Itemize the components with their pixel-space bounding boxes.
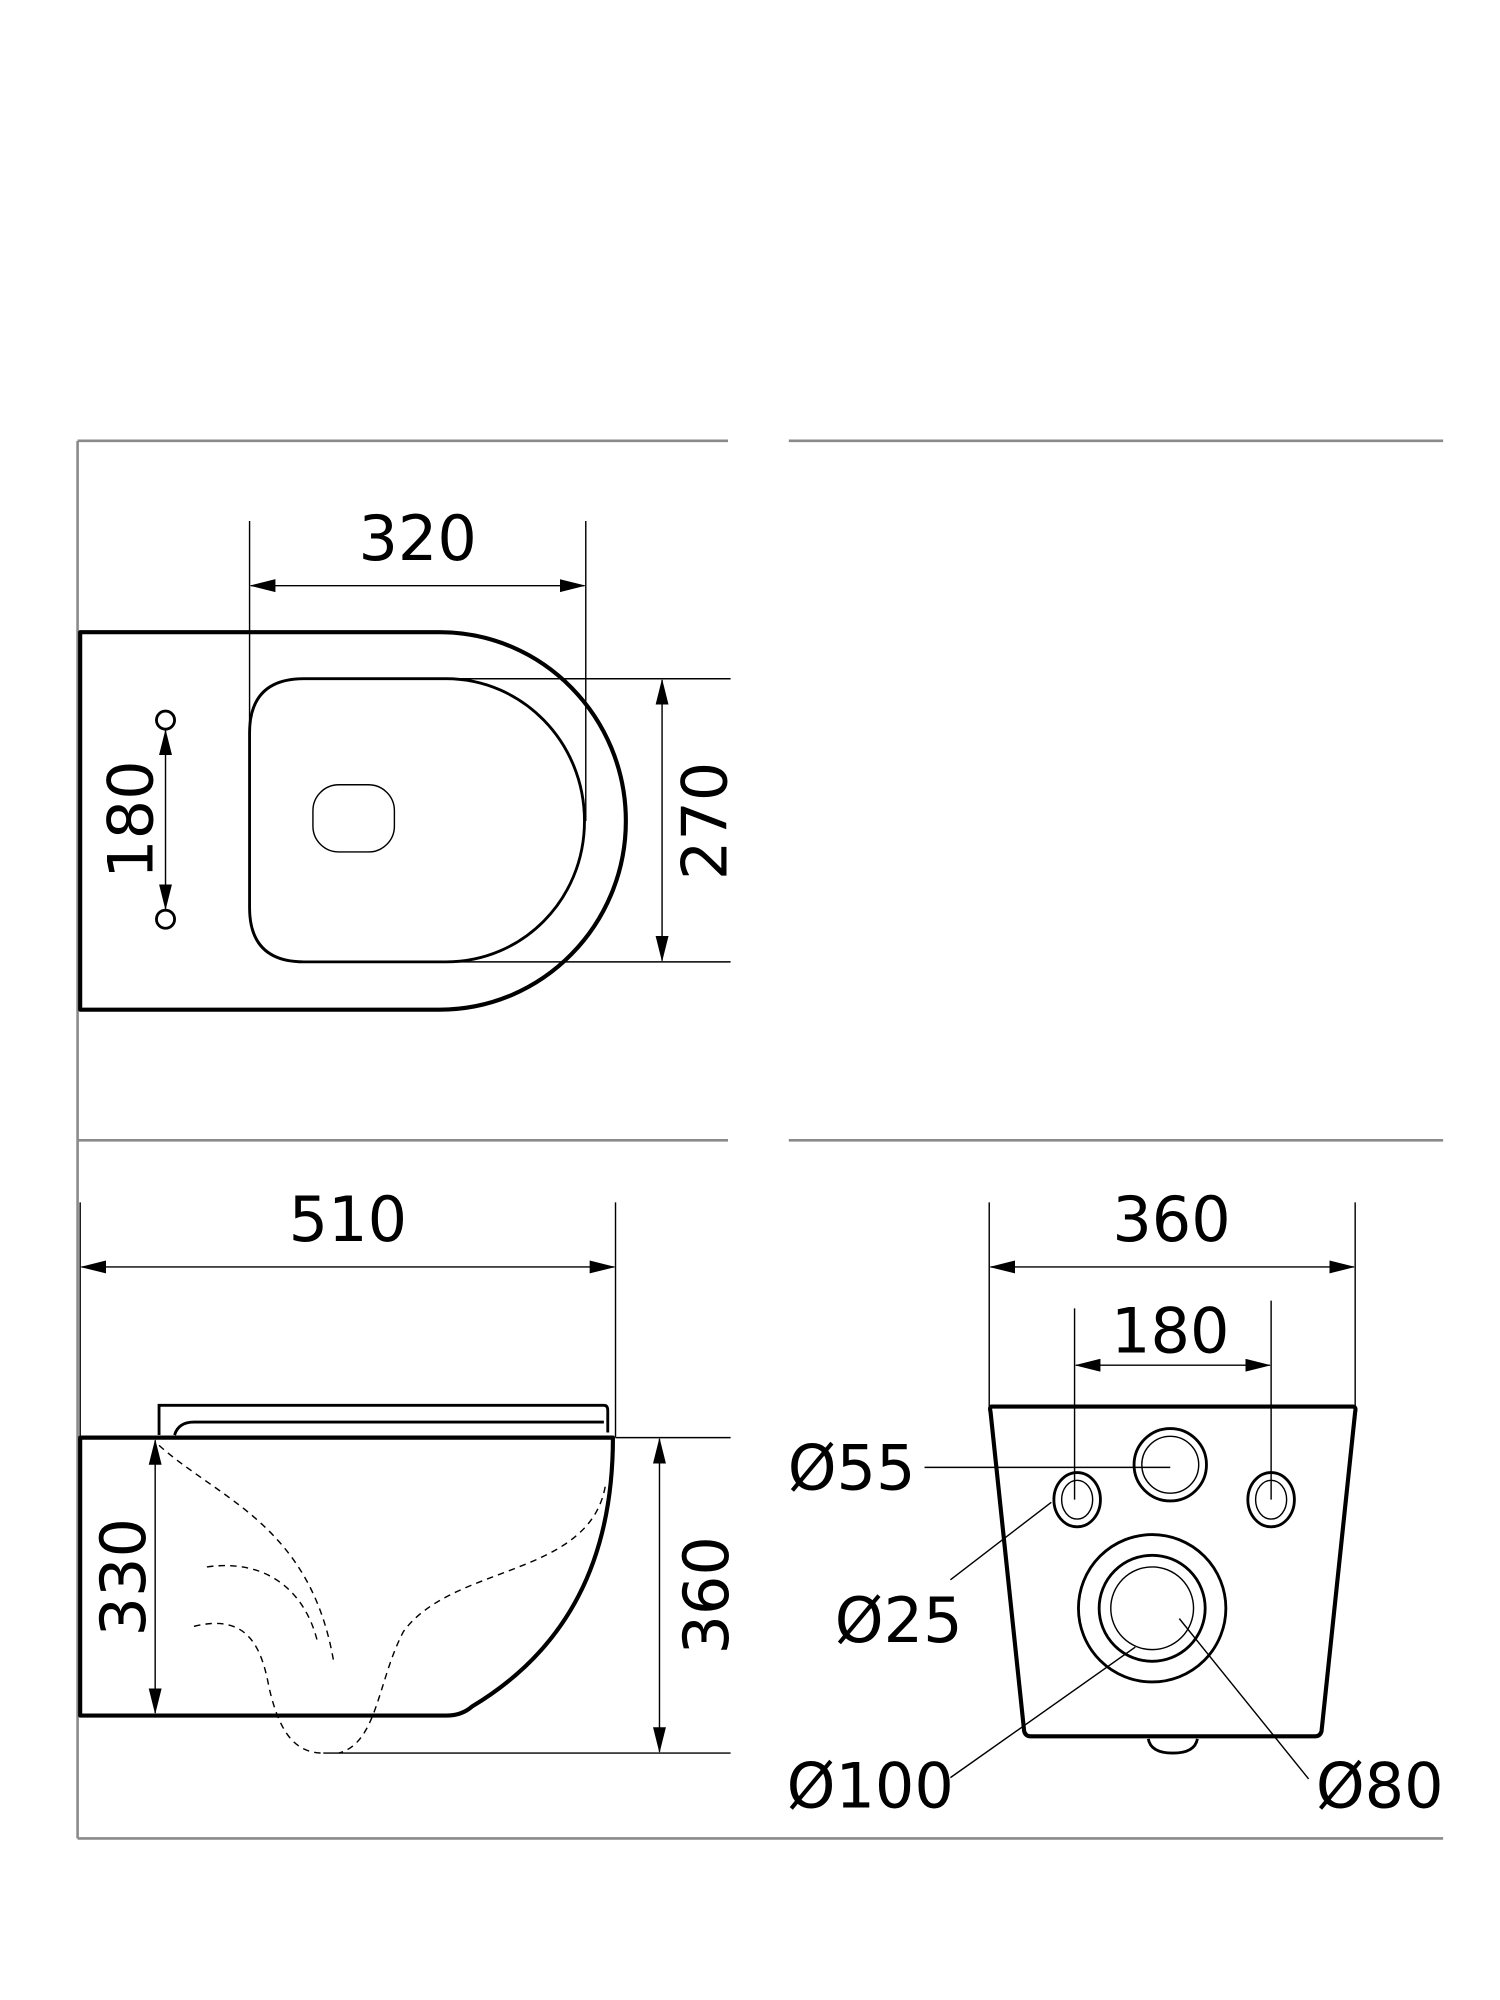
dim-360-label: 360 [670,1536,743,1654]
trap-line [158,1444,335,1662]
bowl-outline-top [78,630,628,1012]
seat-outline-top [248,677,586,964]
label-55: Ø55 [788,1431,916,1504]
dim-330-label: 330 [87,1518,160,1636]
frame-grid [76,439,1444,1840]
bolt-hole-left-inner [1060,1479,1094,1520]
inlet-inner-circle [1141,1435,1200,1494]
rear-view: 360 180 Ø55 Ø25 Ø100 Ø80 [787,1183,1444,1822]
flush-hole [312,784,396,853]
trap-line [193,1622,324,1754]
label-100: Ø100 [787,1749,954,1822]
leader-25 [949,1501,1052,1581]
side-view: 510 330 360 [78,1183,743,1754]
trap-line [206,1564,319,1645]
dim-rear-360-label: 360 [1112,1183,1230,1256]
trap-line [338,1486,606,1754]
bolt-hole-top [155,709,176,731]
outlet-80-outer-circle [1097,1553,1207,1663]
dim-320-label: 320 [358,502,476,575]
bolt-hole-bottom [155,908,176,930]
leader-100 [950,1646,1136,1779]
seat-lid-side [157,1403,610,1436]
label-80: Ø80 [1316,1749,1444,1822]
top-view: 320 270 180 [78,502,742,1012]
inlet-outer-circle [1132,1427,1208,1503]
leader-80 [1178,1618,1310,1780]
bowl-outline-side [78,1435,615,1718]
dim-270-label: 270 [669,762,742,880]
dim-510-label: 510 [289,1183,407,1256]
label-25: Ø25 [835,1584,963,1657]
dim-180-label: 180 [95,760,168,878]
bowl-outline-rear [988,1404,1358,1739]
bolt-hole-right-outer [1246,1471,1296,1529]
outlet-lip [1146,1738,1199,1755]
outlet-80-inner-circle [1110,1566,1195,1651]
outlet-100-circle [1077,1533,1228,1684]
bolt-hole-left-outer [1052,1471,1102,1529]
bolt-hole-right-inner [1254,1479,1288,1520]
dim-rear-180-label: 180 [1111,1294,1229,1367]
